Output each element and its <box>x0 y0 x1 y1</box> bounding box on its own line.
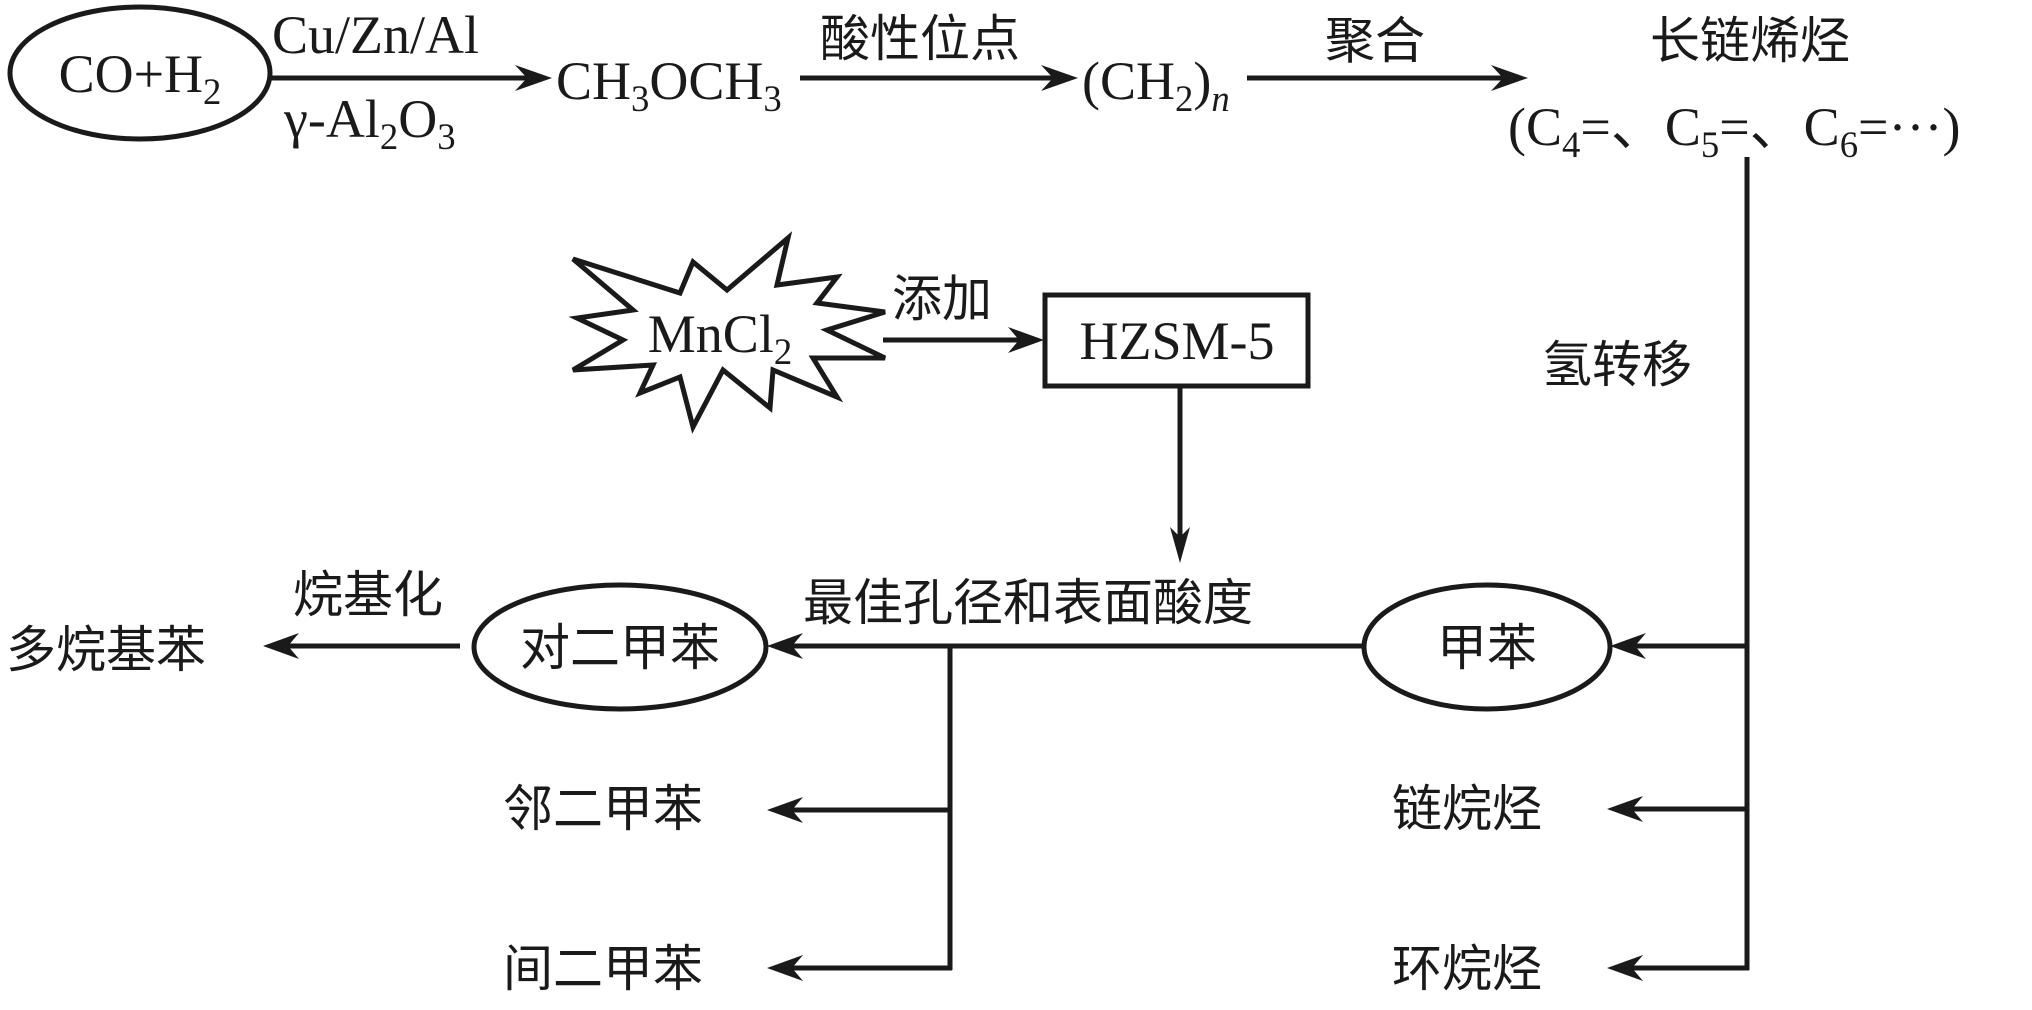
arrow-hzsm5-down <box>1170 386 1190 563</box>
syngas-ellipse <box>7 4 273 142</box>
polyalkylbenzene-label: 多烷基苯 <box>6 621 206 679</box>
hzsm5-label: HZSM-5 <box>1079 311 1275 371</box>
p-xylene-label: 对二甲苯 <box>520 619 720 677</box>
arrow-toluene-to-p-xylene <box>767 633 1364 659</box>
arrow-to-m-xylene <box>767 955 952 981</box>
polymerization-label: 聚合 <box>1325 12 1425 70</box>
chain-alkanes-label: 链烷烃 <box>1392 780 1542 838</box>
hydrogen-transfer-label: 氢转移 <box>1542 336 1692 394</box>
hzsm5-box <box>1042 292 1311 389</box>
add-label: 添加 <box>892 270 992 328</box>
arrow-mncl2-to-hzsm5 <box>883 327 1044 353</box>
syngas-label: CO+H2 <box>58 44 222 112</box>
toluene-label: 甲苯 <box>1437 619 1537 677</box>
m-xylene-label: 间二甲苯 <box>503 940 703 998</box>
methylene-label: (CH2)n <box>1082 51 1230 119</box>
cycloalkanes-label: 环烷烃 <box>1392 940 1542 998</box>
olefins-examples-label: (C4=、C5=、C6=···) <box>1508 97 1961 165</box>
mncl2-starburst <box>568 231 887 434</box>
o-xylene-label: 邻二甲苯 <box>503 780 703 838</box>
arrow-syngas-to-dme <box>270 65 552 91</box>
arrow-methylene-to-olefins <box>1247 65 1528 91</box>
arrow-to-chain-alkanes <box>1607 796 1747 822</box>
arrow-p-xylene-to-polyalkylbenzene <box>263 633 460 659</box>
catalyst-top-label: Cu/Zn/Al <box>272 5 480 65</box>
arrow-to-o-xylene <box>767 797 950 823</box>
mncl2-label: MnCl2 <box>647 304 793 372</box>
catalyst-bottom-label: γ-Al2O3 <box>284 89 456 157</box>
p-xylene-ellipse <box>471 582 769 712</box>
acid-sites-label: 酸性位点 <box>820 10 1020 68</box>
dme-label: CH3OCH3 <box>556 51 782 119</box>
arrow-dme-to-methylene <box>800 65 1078 91</box>
optimal-pore-label: 最佳孔径和表面酸度 <box>803 574 1253 632</box>
arrow-to-toluene <box>1610 633 1747 659</box>
alkylation-label: 烷基化 <box>293 566 443 624</box>
arrow-to-cycloalkanes <box>1607 955 1749 981</box>
olefins-title-label: 长链烯烃 <box>1650 12 1850 70</box>
